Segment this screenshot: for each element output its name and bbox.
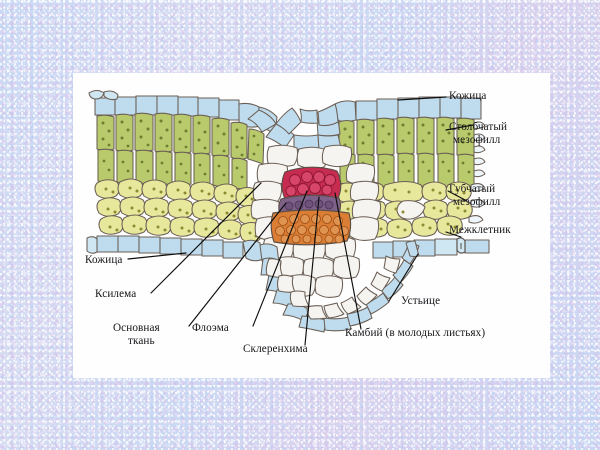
label-ground-tissue-line2: ткань [128,335,155,347]
label-cambium: Камбий (в молодых листьях) [345,327,486,339]
label-stoma: Устьице [401,295,441,307]
label-ground-tissue-line1: Основная [113,322,160,334]
label-palisade-mesophyll-line2: мезофилл [453,134,501,146]
leaf-cross-section-illustration: .w {stroke:#6b5f55;stroke-width:1.05;str… [86,89,490,346]
label-intercellular-space: Межклетник [449,224,511,236]
label-palisade-mesophyll-line1: Столбчатый [449,121,508,133]
label-phloem: Флоэма [192,322,229,334]
label-spongy-mesophyll-line2: мезофилл [453,196,501,208]
label-sclerenchyma: Склеренхима [243,343,308,355]
label-spongy-mesophyll-line1: Губчатый [449,183,496,195]
label-xylem: Ксилема [95,288,137,300]
figure-panel: .w {stroke:#6b5f55;stroke-width:1.05;str… [73,73,550,378]
label-kozhitsa-top: Кожица [449,90,487,102]
label-kozhitsa-left: Кожица [85,254,123,266]
